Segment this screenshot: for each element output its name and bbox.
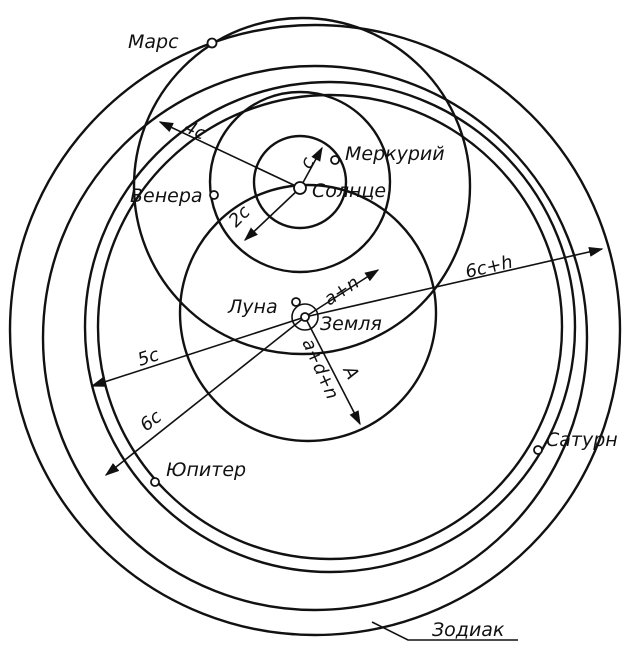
dimension-A-line	[304, 316, 361, 426]
label-jupiter: Юпитер	[166, 459, 246, 481]
jupiter-orbit	[96, 93, 564, 561]
label-saturn: Сатурн	[546, 429, 618, 451]
earth-small-circle	[291, 303, 319, 331]
label-5c: 5c	[135, 344, 162, 371]
dimension-6c-line	[104, 316, 306, 476]
dimension-5c-line	[90, 316, 306, 387]
venus-orbit	[132, 16, 472, 356]
label-A: A	[338, 362, 363, 384]
zodiac-orbit	[8, 23, 622, 637]
label-sun: Солнце	[312, 180, 386, 202]
label-moon: Луна	[227, 296, 278, 318]
saturn-orbit	[83, 80, 577, 574]
dimension-4c-line	[158, 121, 301, 189]
venus-marker	[209, 190, 219, 200]
dimension-a-plus-n-line	[304, 269, 380, 318]
label-a-plus-d-plus-n: a+d+n	[297, 335, 342, 402]
moon-marker	[291, 297, 301, 307]
label-venus: Венера	[130, 185, 203, 207]
sun-marker	[293, 181, 307, 195]
label-mercury: Меркурий	[345, 143, 445, 165]
dimension-2c-line	[243, 187, 301, 241]
label-earth: Земля	[320, 313, 382, 335]
saturn-marker	[533, 445, 543, 455]
label-6c-plus-h: 6c+h	[463, 252, 514, 283]
mars-orbit	[41, 64, 589, 612]
sun-epicycle-large	[208, 90, 392, 274]
dimension-6c-plus-h-line	[304, 246, 604, 318]
zodiac-leader-line	[371, 621, 518, 641]
label-zodiac: Зодиак	[432, 619, 505, 641]
dimension-c-line	[299, 146, 323, 189]
label-4c: 4c	[181, 116, 209, 144]
label-mars: Марс	[128, 31, 179, 53]
mercury-marker	[330, 155, 340, 165]
earth-deferent	[178, 183, 438, 443]
label-c: c	[296, 154, 319, 173]
mars-marker	[206, 37, 218, 49]
jupiter-marker	[150, 477, 160, 487]
label-2c: 2c	[225, 202, 255, 232]
sun-epicycle-small	[252, 134, 348, 230]
earth-marker	[300, 312, 310, 322]
